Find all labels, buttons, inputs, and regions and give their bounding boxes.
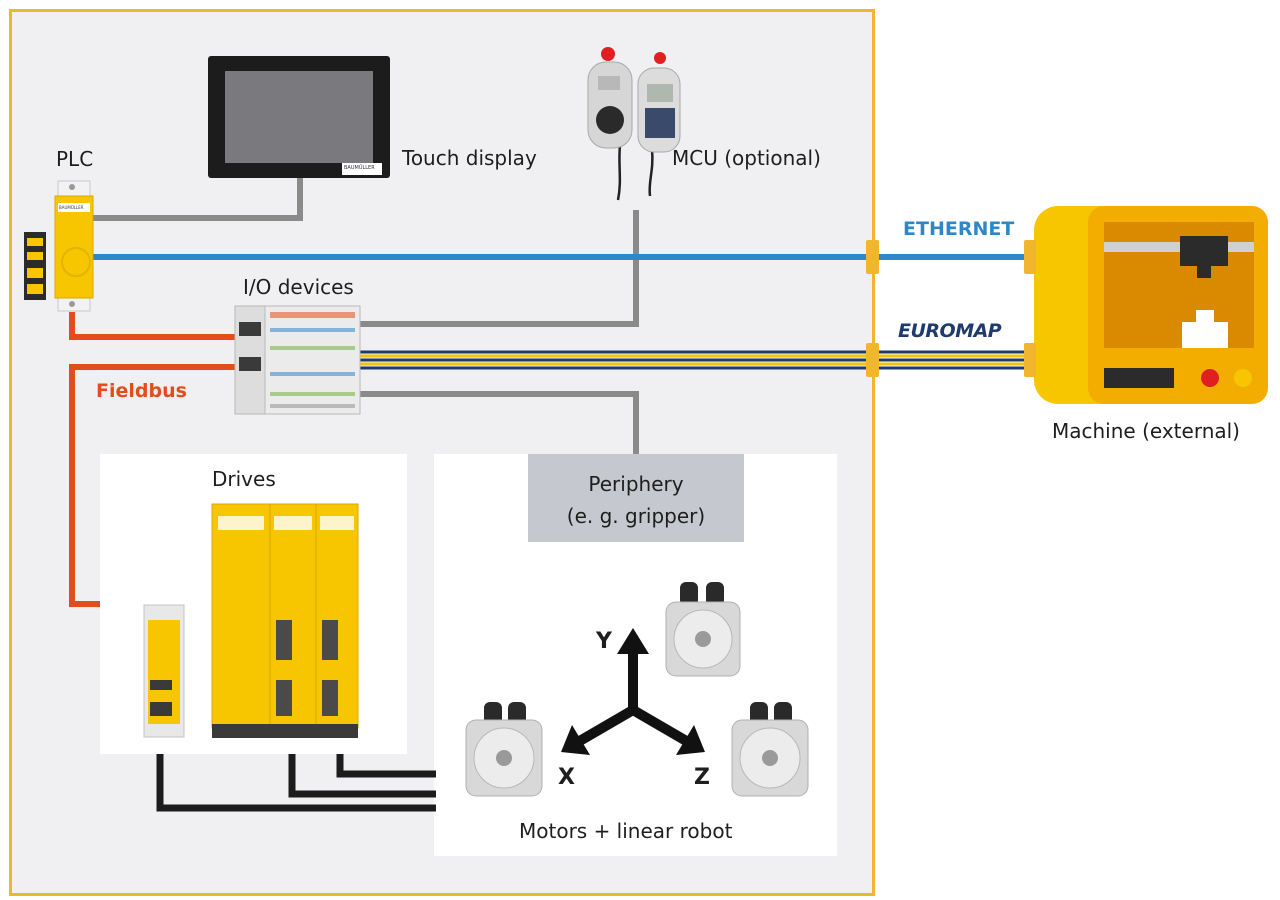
motor-cable-1 (156, 754, 436, 812)
ethernet-frame-connector (866, 240, 879, 274)
motors-label: Motors + linear robot (519, 819, 733, 843)
motor-y (665, 582, 741, 677)
motor-x (465, 702, 543, 797)
mcu-label: MCU (optional) (672, 146, 821, 170)
display-brand-logo: BAUMÜLLER (344, 165, 375, 171)
fieldbus-line-plc (69, 312, 238, 340)
mcu-device (587, 47, 681, 201)
plc-brand-logo: BAUMÜLLER (59, 205, 84, 210)
euromap-frame-connector (866, 343, 879, 377)
axis-arrows (561, 628, 705, 755)
periphery-cable (360, 391, 639, 456)
periphery-label-line1: Periphery (588, 472, 684, 496)
motor-cable-2 (288, 754, 436, 798)
drives-device (143, 503, 359, 738)
machine-device (1024, 206, 1268, 404)
fieldbus-line-drives (69, 364, 238, 607)
axis-y-label: Y (596, 629, 612, 654)
euromap-cable (360, 350, 1028, 370)
mcu-cable (360, 210, 639, 327)
axis-z-label: Z (694, 765, 710, 790)
io-devices-device (234, 305, 361, 415)
touch-display-device (208, 56, 390, 178)
euromap-logo: EUROMAP (898, 320, 1002, 342)
fieldbus-label: Fieldbus (96, 380, 187, 402)
periphery-box (528, 454, 744, 542)
motor-cable-3 (336, 754, 436, 778)
motor-z (731, 702, 809, 797)
drives-label: Drives (212, 467, 276, 491)
plc-device (24, 180, 94, 312)
touch-display-label: Touch display (402, 146, 537, 170)
display-cable (92, 176, 303, 221)
periphery-label-line2: (e. g. gripper) (566, 504, 706, 528)
ethernet-label: ETHERNET (903, 218, 1015, 240)
axis-x-label: X (558, 765, 575, 790)
plc-label: PLC (56, 147, 94, 171)
io-devices-label: I/O devices (243, 275, 354, 299)
machine-label: Machine (external) (1052, 419, 1240, 443)
